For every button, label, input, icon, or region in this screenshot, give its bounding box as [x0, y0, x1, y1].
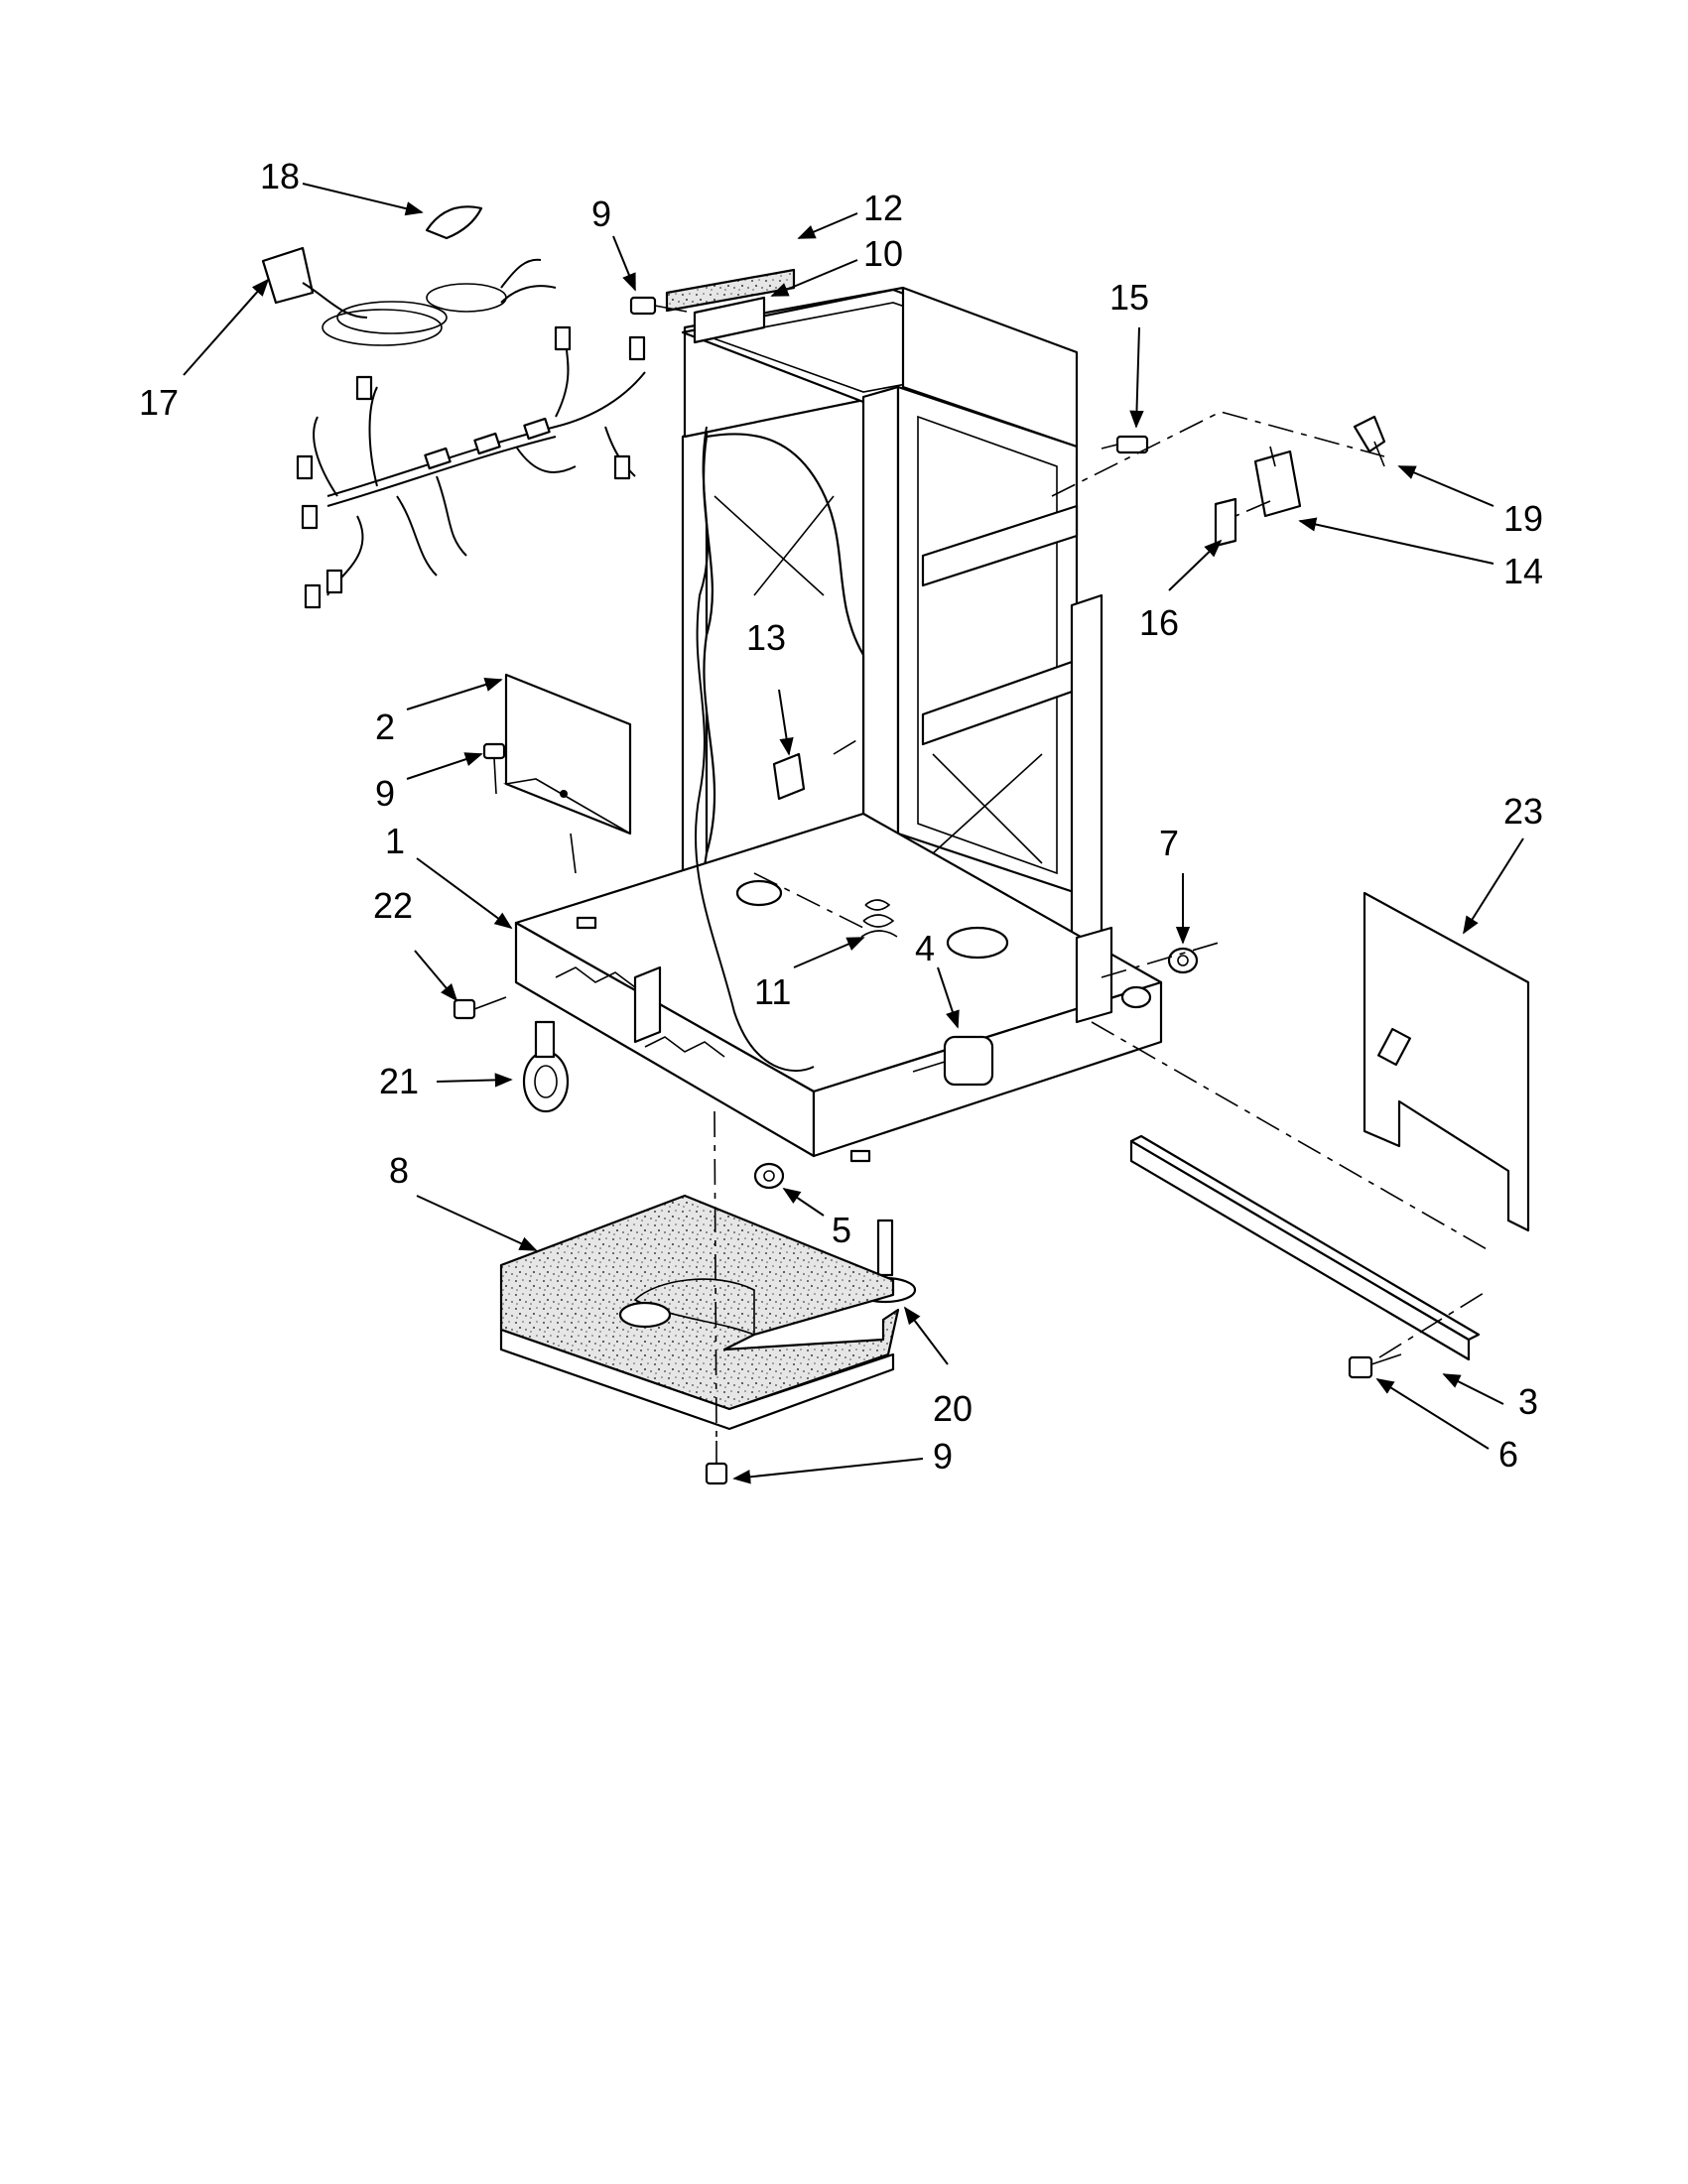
callout-20: 20	[933, 1388, 973, 1429]
callout-14: 14	[1503, 551, 1543, 591]
callout-1: 1	[385, 821, 405, 861]
part-23-panel	[1363, 891, 1530, 1232]
nut-5	[753, 1162, 785, 1190]
leader-arrows	[183, 183, 1524, 1484]
screw-22	[453, 996, 507, 1020]
part-8-base-insulation	[499, 1194, 900, 1431]
part-2-side-shield	[503, 673, 632, 874]
callout-6: 6	[1498, 1434, 1518, 1475]
wire-harness	[296, 325, 815, 1073]
callout-22: 22	[373, 885, 413, 926]
screw-9-top	[629, 296, 688, 316]
part-10-top-bracket	[693, 296, 766, 344]
part-18-cord-clip	[425, 205, 483, 240]
callout-8: 8	[389, 1150, 409, 1191]
screw-6	[1348, 1353, 1402, 1379]
part-4-valve	[912, 1035, 994, 1087]
callouts: 18 17 9 12 10 15 19 14 16 13 2 9 1 22 7 …	[139, 156, 1543, 1477]
callout-13: 13	[746, 617, 786, 658]
callout-9-top: 9	[591, 193, 611, 234]
part-21-caster	[522, 1020, 570, 1113]
screw-9-side	[482, 742, 506, 795]
callout-3: 3	[1518, 1381, 1538, 1422]
callout-9-side: 9	[375, 773, 395, 814]
base-pan	[514, 812, 1163, 1163]
part-12-foam-strip	[665, 268, 796, 313]
part-11-spring	[860, 899, 898, 938]
callout-17: 17	[139, 382, 179, 423]
callout-5: 5	[832, 1210, 851, 1250]
screw-9-bottom	[705, 1441, 728, 1485]
screw-15	[1101, 435, 1149, 454]
callout-21: 21	[379, 1061, 419, 1101]
part-19-clip	[1353, 415, 1386, 467]
nut-7	[1167, 947, 1199, 974]
part-3-rail	[1129, 1134, 1481, 1361]
callout-12: 12	[863, 188, 903, 228]
callout-16: 16	[1139, 602, 1179, 643]
callout-7: 7	[1159, 823, 1179, 863]
callout-11: 11	[754, 971, 791, 1012]
callout-23: 23	[1503, 791, 1543, 832]
callout-2: 2	[375, 707, 395, 747]
callout-19: 19	[1503, 498, 1543, 539]
part-14-switch	[1253, 446, 1302, 518]
callout-15: 15	[1109, 277, 1149, 318]
callout-18: 18	[260, 156, 300, 196]
assembly-lines	[714, 411, 1490, 1440]
part-17-power-cord	[261, 246, 557, 346]
part-13-connector	[772, 752, 806, 801]
callout-4: 4	[915, 928, 935, 968]
callout-10: 10	[863, 233, 903, 274]
part-16-plate	[1214, 497, 1237, 548]
callout-9-bottom: 9	[933, 1436, 953, 1477]
